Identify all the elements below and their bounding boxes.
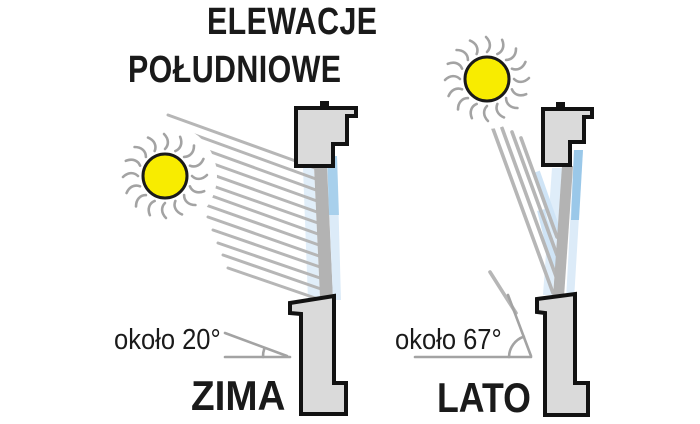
winter-overhang-stub bbox=[320, 101, 329, 109]
sun-icon bbox=[443, 35, 531, 123]
winter-angle-marker bbox=[223, 331, 292, 359]
winter-sill bbox=[288, 293, 348, 416]
summer-sill bbox=[535, 291, 590, 417]
summer-glass-streak bbox=[532, 170, 561, 234]
summer-overhang bbox=[541, 107, 594, 167]
page-title-line-1: ELEWACJE bbox=[207, 1, 378, 43]
sun-disc bbox=[141, 152, 189, 200]
sun-rays bbox=[121, 132, 209, 220]
winter-overhang bbox=[294, 106, 358, 168]
winter-angle-label: około 20° bbox=[114, 324, 221, 356]
winter-panel bbox=[113, 101, 358, 416]
summer-angle-marker bbox=[413, 293, 533, 359]
sun-disc bbox=[463, 55, 511, 103]
sun-rays bbox=[443, 35, 531, 123]
winter-glass-band-highlight bbox=[327, 156, 339, 215]
summer-sunbeams bbox=[488, 124, 559, 315]
summer-season-label: LATO bbox=[437, 374, 531, 421]
summer-panel bbox=[413, 29, 594, 417]
summer-glass-band-highlight bbox=[571, 150, 583, 220]
summer-window-bar bbox=[553, 166, 573, 297]
summer-glass-glow bbox=[543, 168, 562, 295]
summer-angle-label: około 67° bbox=[395, 324, 502, 356]
page-title-line-2: POŁUDNIOWE bbox=[128, 49, 342, 91]
sun-icon bbox=[121, 132, 209, 220]
summer-overhang-stub bbox=[556, 102, 565, 110]
winter-season-label: ZIMA bbox=[191, 372, 286, 419]
winter-window-bar bbox=[314, 166, 333, 298]
